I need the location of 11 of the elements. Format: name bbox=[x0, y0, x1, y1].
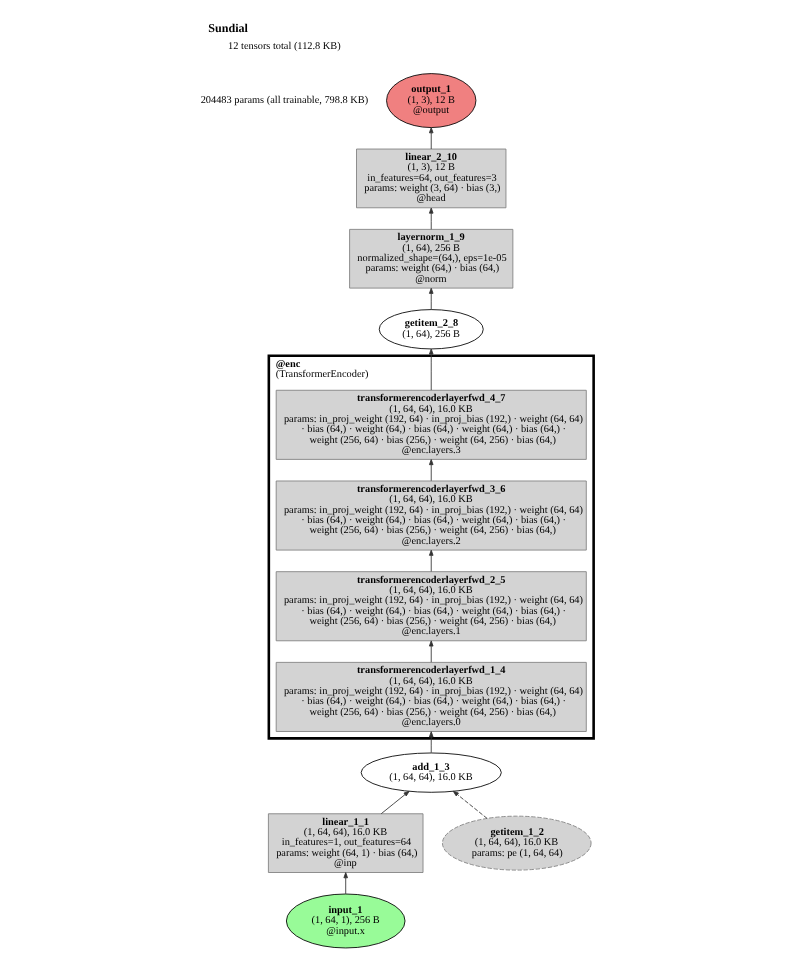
arrow bbox=[342, 872, 347, 895]
arrow bbox=[428, 348, 433, 391]
arrow bbox=[379, 790, 409, 815]
arrow bbox=[428, 549, 433, 572]
arrow bbox=[428, 640, 433, 663]
arrow bbox=[451, 790, 487, 819]
arrow bbox=[428, 207, 433, 230]
arrow bbox=[428, 459, 433, 482]
arrow bbox=[428, 731, 433, 754]
arrow bbox=[428, 287, 433, 311]
arrow bbox=[428, 127, 433, 150]
